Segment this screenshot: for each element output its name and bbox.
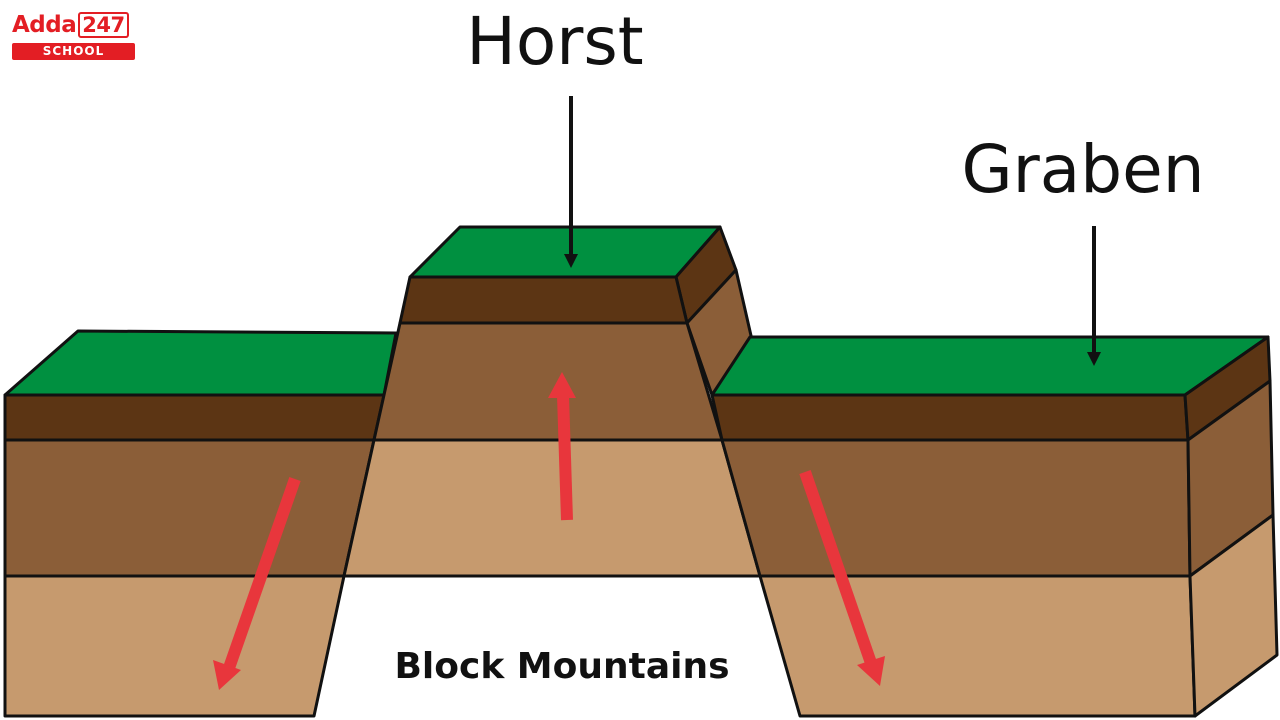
right-block-mid-layer [722,440,1190,576]
left-block-dark-layer [5,395,384,440]
right-block-top-surface [712,337,1268,395]
diagram-caption: Block Mountains [394,646,729,687]
right-block-light-layer [760,576,1195,716]
left-block-mid-layer [5,440,374,576]
horst-dark-layer [400,277,687,323]
horst-light-layer [344,440,760,576]
graben-label: Graben [961,131,1204,208]
left-block-light-layer [5,576,344,716]
horst-label: Horst [466,3,643,80]
right-block-dark-layer [712,395,1188,440]
horst-top-surface [410,227,720,277]
horst-mid-layer [374,323,722,440]
left-block-top-surface [5,331,396,395]
